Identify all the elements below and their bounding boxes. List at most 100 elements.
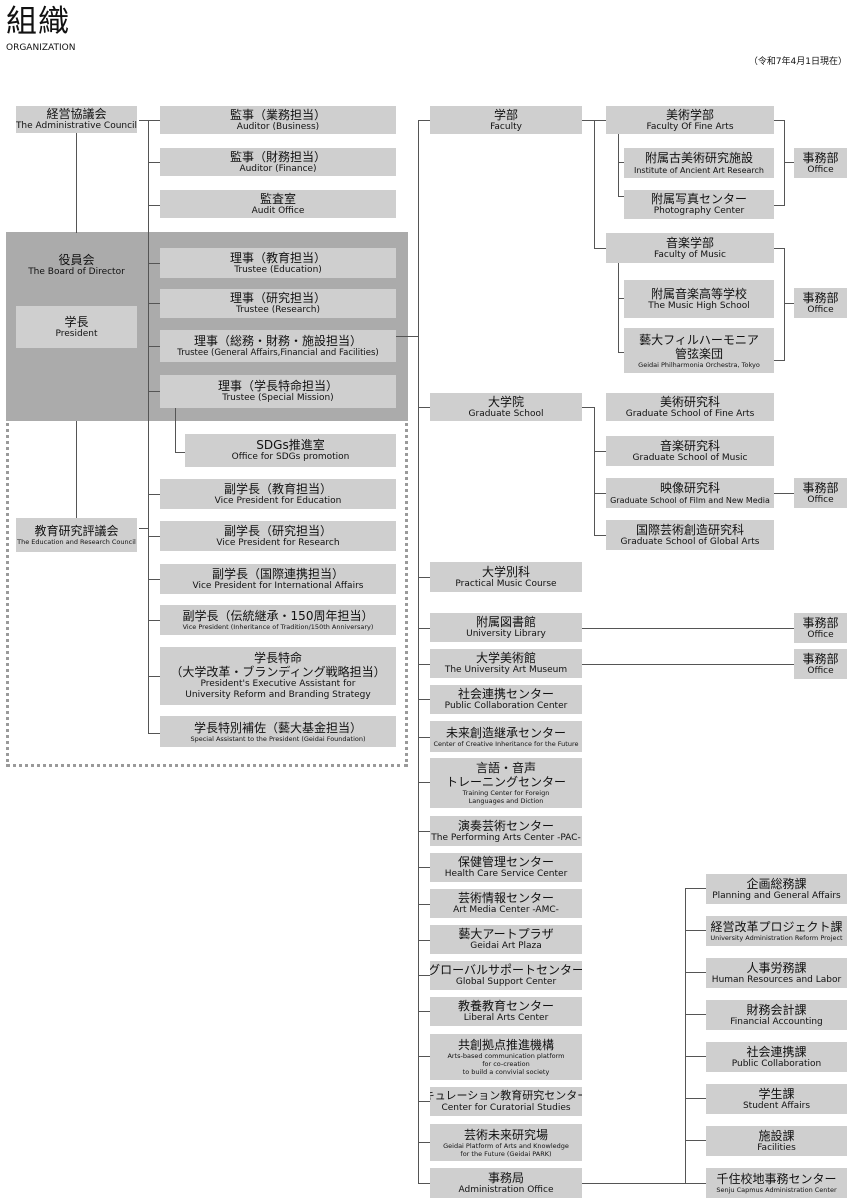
president-en: President [55, 328, 98, 339]
health-care-center-box: 保健管理センター Health Care Service Center [430, 853, 582, 882]
performing-arts-center-box: 演奏芸術センター The Performing Arts Center -PAC… [430, 816, 582, 846]
division-student-affairs-en: Student Affairs [742, 1100, 811, 1111]
curatorial-studies-center-box: キュレーション教育研究センター Center for Curatorial St… [430, 1087, 582, 1116]
graduate-film-media-jp: 映像研究科 [659, 480, 720, 495]
division-facilities-jp: 施設課 [758, 1128, 795, 1143]
board-of-director-jp: 役員会 [58, 252, 95, 267]
performing-arts-center-en: The Performing Arts Center -PAC- [431, 832, 581, 843]
division-public-collaboration-en: Public Collaboration [731, 1058, 822, 1069]
trustee-general-affairs-en: Trustee (General Affairs,Financial and F… [177, 347, 379, 358]
vp-international-en: Vice President for International Affairs [192, 580, 364, 591]
language-training-center-box: 言語・音声 トレーニングセンター Training Center for For… [430, 758, 582, 808]
geidai-park-en2: for the Future (Geidai PARK) [460, 1149, 552, 1158]
art-museum-jp: 大学美術館 [475, 651, 536, 665]
special-assistant-jp: 学長特別補佐（藝大基金担当） [193, 720, 362, 735]
liberal-arts-center-jp: 教養教育センター [457, 999, 554, 1013]
education-research-council-en: The Education and Research Council [17, 538, 136, 546]
photography-center-en: Photography Center [653, 206, 745, 216]
auditor-finance-jp: 監事（財務担当） [229, 149, 326, 164]
board-of-director-box: 役員会 The Board of Director [16, 250, 137, 280]
faculty-jp: 学部 [493, 107, 518, 122]
music-high-school-box: 附属音楽高等学校 The Music High School [624, 280, 774, 318]
graduate-school-en: Graduate School [468, 408, 544, 419]
trustee-education-jp: 理事（教育担当） [229, 250, 326, 265]
faculty-fine-arts-en: Faculty Of Fine Arts [646, 121, 734, 132]
trustee-education-en: Trustee (Education) [234, 264, 322, 275]
division-human-resources-box: 人事労務課 Human Resources and Labor [706, 958, 847, 988]
administration-office-jp: 事務局 [487, 1170, 524, 1185]
liberal-arts-center-box: 教養教育センター Liberal Arts Center [430, 997, 582, 1026]
geidai-park-jp: 芸術未来研究場 [463, 1127, 548, 1142]
graduate-music-jp: 音楽研究科 [659, 438, 720, 453]
division-planning-en: Planning and General Affairs [712, 890, 841, 901]
creative-inheritance-center-box: 未来創造継承センター Center of Creative Inheritanc… [430, 721, 582, 752]
philharmonia-orchestra-box: 藝大フィルハーモニア 管弦楽団 Geidai Philharmonia Orch… [624, 328, 774, 373]
language-training-center-en1: Training Center for Foreign [462, 789, 550, 797]
public-collaboration-center-box: 社会連携センター Public Collaboration Center [430, 685, 582, 714]
division-planning-box: 企画総務課 Planning and General Affairs [706, 874, 847, 904]
faculty-music-box: 音楽学部 Faculty of Music [606, 233, 774, 263]
art-media-center-jp: 芸術情報センター [457, 891, 554, 905]
auditor-finance-box: 監事（財務担当） Auditor (Finance) [160, 148, 396, 176]
administrative-council-box: 経営協議会 The Administrative Council [16, 106, 137, 133]
office-jp: 事務部 [802, 480, 839, 495]
page-subtitle: ORGANIZATION [6, 43, 76, 53]
division-human-resources-jp: 人事労務課 [746, 960, 807, 975]
division-financial-accounting-en: Financial Accounting [730, 1016, 823, 1027]
geidai-park-box: 芸術未来研究場 Geidai Platform of Arts and Know… [430, 1124, 582, 1161]
graduate-film-media-box: 映像研究科 Graduate School of Film and New Me… [606, 478, 774, 508]
division-facilities-box: 施設課 Facilities [706, 1126, 847, 1156]
office-film-box: 事務部 Office [794, 478, 847, 508]
executive-assistant-jp1: 学長特命 [253, 651, 302, 665]
trustee-special-mission-en: Trustee (Special Mission) [222, 393, 334, 403]
philharmonia-orchestra-jp2: 管弦楽団 [674, 346, 723, 361]
division-public-collaboration-box: 社会連携課 Public Collaboration [706, 1042, 847, 1072]
creative-inheritance-center-en: Center of Creative Inheritance for the F… [433, 739, 579, 748]
practical-music-course-en: Practical Music Course [455, 578, 557, 589]
vp-education-box: 副学長（教育担当） Vice President for Education [160, 479, 396, 509]
office-jp: 事務部 [802, 150, 839, 165]
creative-inheritance-center-jp: 未来創造継承センター [445, 725, 566, 740]
executive-assistant-jp2: （大学改革・ブランディング戦略担当） [170, 665, 386, 679]
graduate-fine-arts-en: Graduate School of Fine Arts [625, 408, 755, 419]
music-high-school-en: The Music High School [648, 300, 750, 311]
curatorial-studies-center-jp: キュレーション教育研究センター [430, 1089, 582, 1102]
faculty-box: 学部 Faculty [430, 106, 582, 134]
administrative-council-jp: 経営協議会 [46, 107, 107, 121]
special-assistant-box: 学長特別補佐（藝大基金担当） Special Assistant to the … [160, 716, 396, 747]
office-en: Office [807, 304, 834, 315]
co-creation-platform-en3: to build a convivial society [462, 1068, 550, 1076]
trustee-research-en: Trustee (Research) [235, 305, 321, 315]
graduate-music-en: Graduate School of Music [632, 452, 748, 463]
art-media-center-en: Art Media Center -AMC- [453, 905, 559, 915]
photography-center-jp: 附属写真センター [650, 192, 747, 206]
graduate-fine-arts-box: 美術研究科 Graduate School of Fine Arts [606, 393, 774, 421]
ancient-art-institute-en: Institute of Ancient Art Research [634, 165, 764, 175]
audit-office-jp: 監査室 [259, 191, 296, 206]
curatorial-studies-center-en: Center for Curatorial Studies [441, 1103, 571, 1113]
co-creation-platform-en2: for co-creation [482, 1060, 530, 1068]
board-of-director-en: The Board of Director [28, 266, 125, 277]
graduate-school-jp: 大学院 [487, 394, 524, 409]
office-en: Office [807, 629, 834, 640]
faculty-music-en: Faculty of Music [654, 249, 726, 260]
faculty-music-jp: 音楽学部 [665, 235, 714, 250]
auditor-business-en: Auditor (Business) [236, 121, 320, 132]
administration-office-box: 事務局 Administration Office [430, 1168, 582, 1198]
trustee-general-affairs-jp: 理事（総務・財務・施設担当） [193, 333, 362, 348]
president-box: 学長 President [16, 306, 137, 348]
philharmonia-orchestra-en: Geidai Philharmonia Orchestra, Tokyo [638, 360, 760, 369]
audit-office-box: 監査室 Audit Office [160, 190, 396, 218]
trustee-special-mission-box: 理事（学長特命担当） Trustee (Special Mission) [160, 375, 396, 408]
office-en: Office [807, 164, 834, 175]
division-financial-accounting-jp: 財務会計課 [746, 1002, 807, 1017]
division-student-affairs-box: 学生課 Student Affairs [706, 1084, 847, 1114]
executive-assistant-box: 学長特命 （大学改革・ブランディング戦略担当） President's Exec… [160, 647, 396, 705]
sdgs-office-jp: SDGs推進室 [256, 438, 325, 452]
art-museum-en: The University Art Museum [444, 665, 568, 675]
faculty-fine-arts-box: 美術学部 Faculty Of Fine Arts [606, 106, 774, 134]
art-media-center-box: 芸術情報センター Art Media Center -AMC- [430, 889, 582, 918]
division-reform-project-box: 経営改革プロジェクト課 University Administration Re… [706, 916, 847, 946]
ancient-art-institute-jp: 附属古美術研究施設 [644, 150, 753, 165]
vp-tradition-jp: 副学長（伝統継承・150周年担当） [182, 609, 374, 623]
